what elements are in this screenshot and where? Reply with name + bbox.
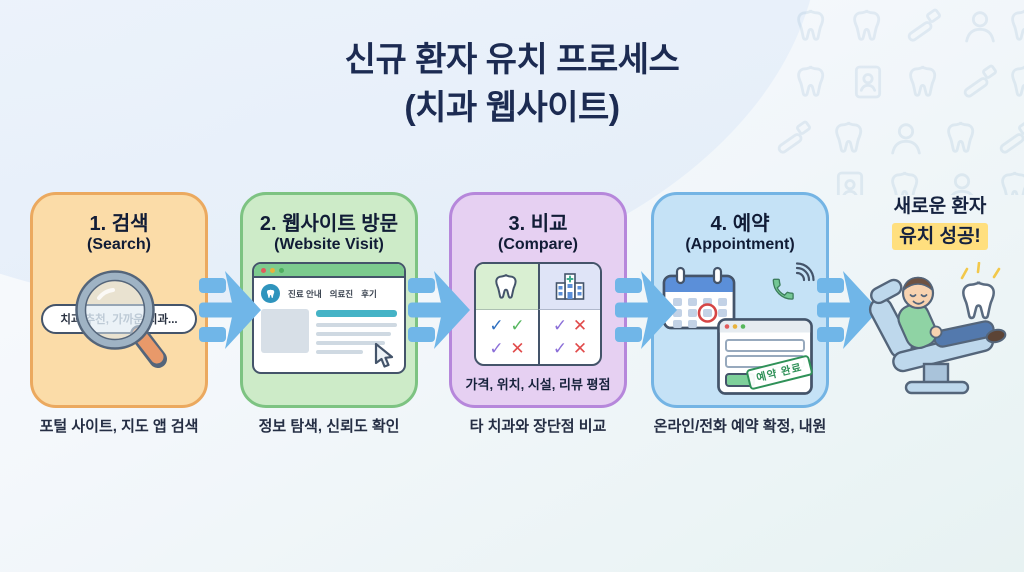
tooth-icon	[495, 273, 517, 299]
page-title: 신규 환자 유치 프로세스 (치과 웹사이트)	[0, 36, 1024, 133]
step4-subtitle: (Appointment)	[685, 236, 795, 253]
step3-title: 3. 비교	[508, 213, 568, 235]
check-icon: ✓	[552, 339, 568, 358]
window-dot-yellow-icon	[270, 267, 275, 273]
other-clinic-marks: ✓ ✕ ✓ ✕	[538, 310, 600, 364]
page-title-line2: (치과 웹사이트)	[404, 89, 620, 128]
step1-subtitle: (Search)	[86, 236, 152, 253]
calendar-icon	[662, 266, 736, 330]
search-query-part3: 치과...	[146, 314, 178, 326]
step2-subtitle: (Website Visit)	[274, 236, 384, 253]
window-dot-red-icon	[261, 267, 266, 273]
check-icon: ✓	[489, 339, 504, 358]
step2-title: 2. 웹사이트 방문	[259, 213, 399, 235]
search-illustration: 치과 추천, 가까운 치과...	[39, 262, 199, 402]
appointment-illustration: 예약 완료	[659, 262, 821, 404]
nav-item-reviews: 후기	[361, 288, 377, 299]
other-clinic-cell	[538, 264, 600, 310]
step3-caption: 타 치과와 장단점 비교	[469, 418, 607, 435]
step4-caption: 온라인/전화 예약 확정, 내원	[653, 418, 827, 435]
step1-title: 1. 검색	[89, 213, 149, 235]
flow-arrow-icon	[408, 271, 470, 349]
step1-caption: 포털 사이트, 지도 앱 검색	[39, 418, 199, 435]
step3-subtitle: (Compare)	[497, 236, 578, 253]
text-placeholder-lines	[316, 309, 397, 359]
window-dot-green-icon	[279, 267, 284, 273]
sparkle-icon	[960, 262, 1001, 280]
result-text: 새로운 환자 유치 성공!	[862, 194, 1018, 251]
flow-arrow-icon	[615, 271, 677, 349]
shiny-tooth-icon	[962, 281, 996, 320]
nav-item-care-info: 진료 안내	[288, 288, 322, 299]
step4-title: 4. 예약	[710, 213, 770, 235]
result-line1: 새로운 환자	[893, 196, 987, 217]
flow-arrow-icon	[199, 271, 261, 349]
patient	[897, 276, 1007, 350]
website-illustration: 진료 안내 의료진 후기	[252, 262, 406, 374]
step2-caption: 정보 탐색, 신뢰도 확인	[258, 418, 400, 435]
x-icon: ✕	[510, 339, 525, 358]
comparison-table: ✓ ✓ ✓ ✕ ✓ ✕ ✓ ✕	[474, 262, 602, 366]
our-clinic-cell	[476, 264, 538, 310]
browser-content	[254, 305, 404, 363]
step-box-compare: 3. 비교 (Compare)	[449, 192, 627, 408]
check-icon: ✓	[489, 316, 504, 335]
cursor-icon	[374, 342, 394, 368]
check-icon: ✓	[510, 316, 525, 335]
x-icon: ✕	[572, 339, 588, 358]
browser-title-bar	[254, 264, 404, 278]
image-placeholder	[261, 309, 309, 353]
step-box-website-visit: 2. 웹사이트 방문 (Website Visit) 진료 안내 의료진 후기	[240, 192, 418, 408]
x-icon: ✕	[572, 316, 588, 335]
result-line2-highlighted: 유치 성공!	[892, 222, 988, 251]
step-box-search: 1. 검색 (Search) 치과 추천, 가까운 치과...	[30, 192, 208, 408]
browser-nav: 진료 안내 의료진 후기	[254, 278, 404, 305]
check-icon: ✓	[552, 316, 568, 335]
page-title-line1: 신규 환자 유치 프로세스	[344, 41, 680, 79]
hospital-icon	[555, 272, 585, 300]
nav-item-staff: 의료진	[329, 288, 354, 299]
comparison-criteria: 가격, 위치, 시설, 리뷰 평점	[465, 377, 611, 392]
our-clinic-marks: ✓ ✓ ✓ ✕	[476, 310, 538, 364]
magnifier-icon	[75, 270, 167, 368]
flow-arrow-icon	[817, 271, 879, 349]
tooth-logo-icon	[261, 284, 280, 303]
step-box-appointment: 4. 예약 (Appointment)	[651, 192, 829, 408]
patient-in-dental-chair-illustration	[868, 262, 1007, 395]
phone-icon	[772, 262, 815, 300]
